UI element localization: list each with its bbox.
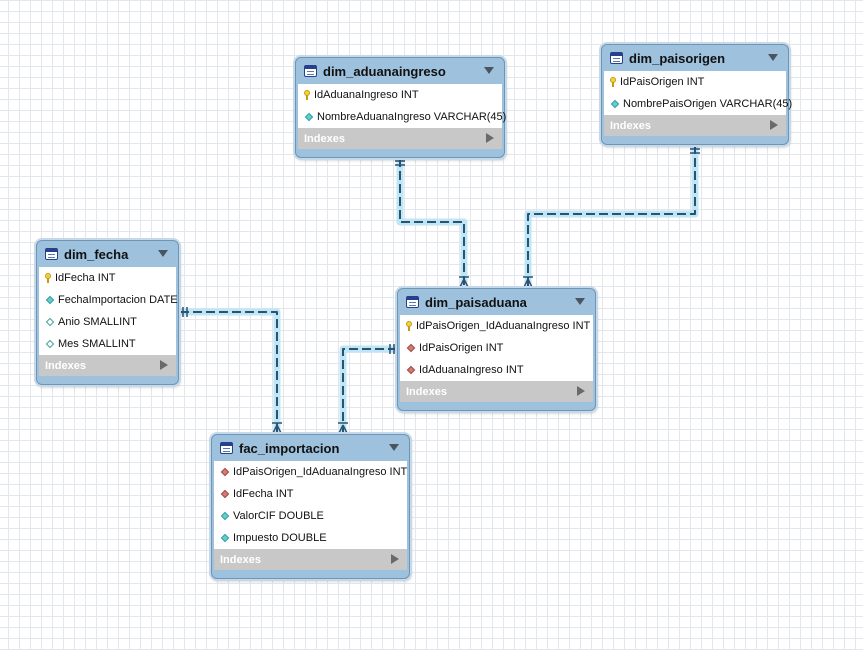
indexes-section[interactable]: Indexes [39,355,176,376]
entity-title: dim_paisorigen [629,50,726,66]
nullable-column-icon [45,317,55,327]
relationship-fecha-importacion[interactable] [180,307,283,436]
column-list: IdPaisOrigen_IdAduanaIngreso INT IdFecha… [214,461,407,549]
expand-arrow-icon[interactable] [160,360,168,370]
entity-title: dim_aduanaingreso [323,63,446,79]
entity-header[interactable]: dim_paisorigen [602,45,788,71]
column-row[interactable]: Impuesto DOUBLE [214,527,407,549]
not-null-column-icon [610,99,620,109]
indexes-section[interactable]: Indexes [214,549,407,570]
entity-dim-aduanaingreso[interactable]: dim_aduanaingreso IdAduanaIngreso INT No… [295,57,506,158]
indexes-section[interactable]: Indexes [604,115,786,136]
column-list: IdFecha INT FechaImportacion DATE Anio S… [39,267,178,355]
table-icon [45,248,58,260]
column-row[interactable]: IdPaisOrigen INT [604,71,786,93]
collapse-caret-icon[interactable] [389,444,399,451]
column-label: NombrePaisOrigen VARCHAR(45) [623,98,793,110]
indexes-label: Indexes [610,119,651,132]
column-label: ValorCIF DOUBLE [233,510,324,522]
column-row[interactable]: NombrePaisOrigen VARCHAR(45) [604,93,792,115]
column-label: NombreAduanaIngreso VARCHAR(45) [317,111,507,123]
table-icon [304,65,317,77]
entity-title: dim_paisaduana [425,294,527,310]
column-row[interactable]: IdAduanaIngreso INT [298,84,502,106]
entity-header[interactable]: fac_importacion [212,435,409,461]
expand-arrow-icon[interactable] [486,133,494,143]
column-row[interactable]: IdPaisOrigen_IdAduanaIngreso INT [400,315,593,337]
entity-title: fac_importacion [239,440,340,456]
collapse-caret-icon[interactable] [158,250,168,257]
expand-arrow-icon[interactable] [391,554,399,564]
column-row[interactable]: ValorCIF DOUBLE [214,505,407,527]
expand-arrow-icon[interactable] [577,386,585,396]
column-list: IdPaisOrigen_IdAduanaIngreso INT IdPaisO… [400,315,593,381]
collapse-caret-icon[interactable] [484,67,494,74]
indexes-section[interactable]: Indexes [298,128,502,149]
table-icon [220,442,233,454]
column-label: Anio SMALLINT [58,316,137,328]
entity-dim-paisorigen[interactable]: dim_paisorigen IdPaisOrigen INT NombrePa… [601,44,792,145]
column-label: IdFecha INT [55,272,116,284]
expand-arrow-icon[interactable] [770,120,778,130]
column-row[interactable]: NombreAduanaIngreso VARCHAR(45) [298,106,506,128]
foreign-key-icon [220,467,230,477]
column-label: IdAduanaIngreso INT [419,364,524,376]
column-row[interactable]: Anio SMALLINT [39,311,176,333]
indexes-label: Indexes [220,553,261,566]
entity-dim-fecha[interactable]: dim_fecha IdFecha INT FechaImportacion D… [36,240,179,385]
indexes-section[interactable]: Indexes [400,381,593,402]
indexes-label: Indexes [406,385,447,398]
nullable-column-icon [45,339,55,349]
column-label: IdPaisOrigen INT [419,342,504,354]
entity-header[interactable]: dim_fecha [37,241,178,267]
column-label: IdPaisOrigen_IdAduanaIngreso INT [233,466,408,478]
table-icon [406,296,419,308]
primary-key-icon [406,321,413,331]
column-list: IdPaisOrigen INT NombrePaisOrigen VARCHA… [604,71,792,115]
relationship-paisaduana-importacion[interactable] [337,344,397,436]
entity-fac-importacion[interactable]: fac_importacion IdPaisOrigen_IdAduanaIng… [211,434,410,579]
foreign-key-icon [220,489,230,499]
primary-key-icon [45,273,52,283]
column-label: IdFecha INT [233,488,294,500]
not-null-column-icon [45,295,55,305]
column-row[interactable]: IdPaisOrigen INT [400,337,593,359]
entity-header[interactable]: dim_paisaduana [398,289,595,315]
column-row[interactable]: IdFecha INT [39,267,176,289]
column-row[interactable]: IdFecha INT [214,483,407,505]
entity-header[interactable]: dim_aduanaingreso [296,58,504,84]
relationship-aduanaingreso-paisaduana[interactable] [395,158,470,290]
entity-dim-paisaduana[interactable]: dim_paisaduana IdPaisOrigen_IdAduanaIngr… [397,288,596,411]
foreign-key-icon [406,343,416,353]
collapse-caret-icon[interactable] [575,298,585,305]
not-null-column-icon [220,511,230,521]
not-null-column-icon [220,533,230,543]
table-icon [610,52,623,64]
entity-title: dim_fecha [64,246,129,262]
column-label: IdPaisOrigen INT [620,76,705,88]
foreign-key-icon [406,365,416,375]
relationship-paisorigen-paisaduana[interactable] [522,145,700,290]
indexes-label: Indexes [304,132,345,145]
primary-key-icon [610,77,617,87]
collapse-caret-icon[interactable] [768,54,778,61]
column-label: Impuesto DOUBLE [233,532,327,544]
indexes-label: Indexes [45,359,86,372]
not-null-column-icon [304,112,314,122]
column-list: IdAduanaIngreso INT NombreAduanaIngreso … [298,84,506,128]
column-label: IdPaisOrigen_IdAduanaIngreso INT [416,320,591,332]
column-row[interactable]: IdAduanaIngreso INT [400,359,593,381]
column-row[interactable]: Mes SMALLINT [39,333,176,355]
column-label: IdAduanaIngreso INT [314,89,419,101]
column-label: FechaImportacion DATE [58,294,178,306]
column-row[interactable]: FechaImportacion DATE [39,289,178,311]
primary-key-icon [304,90,311,100]
column-row[interactable]: IdPaisOrigen_IdAduanaIngreso INT [214,461,407,483]
column-label: Mes SMALLINT [58,338,136,350]
